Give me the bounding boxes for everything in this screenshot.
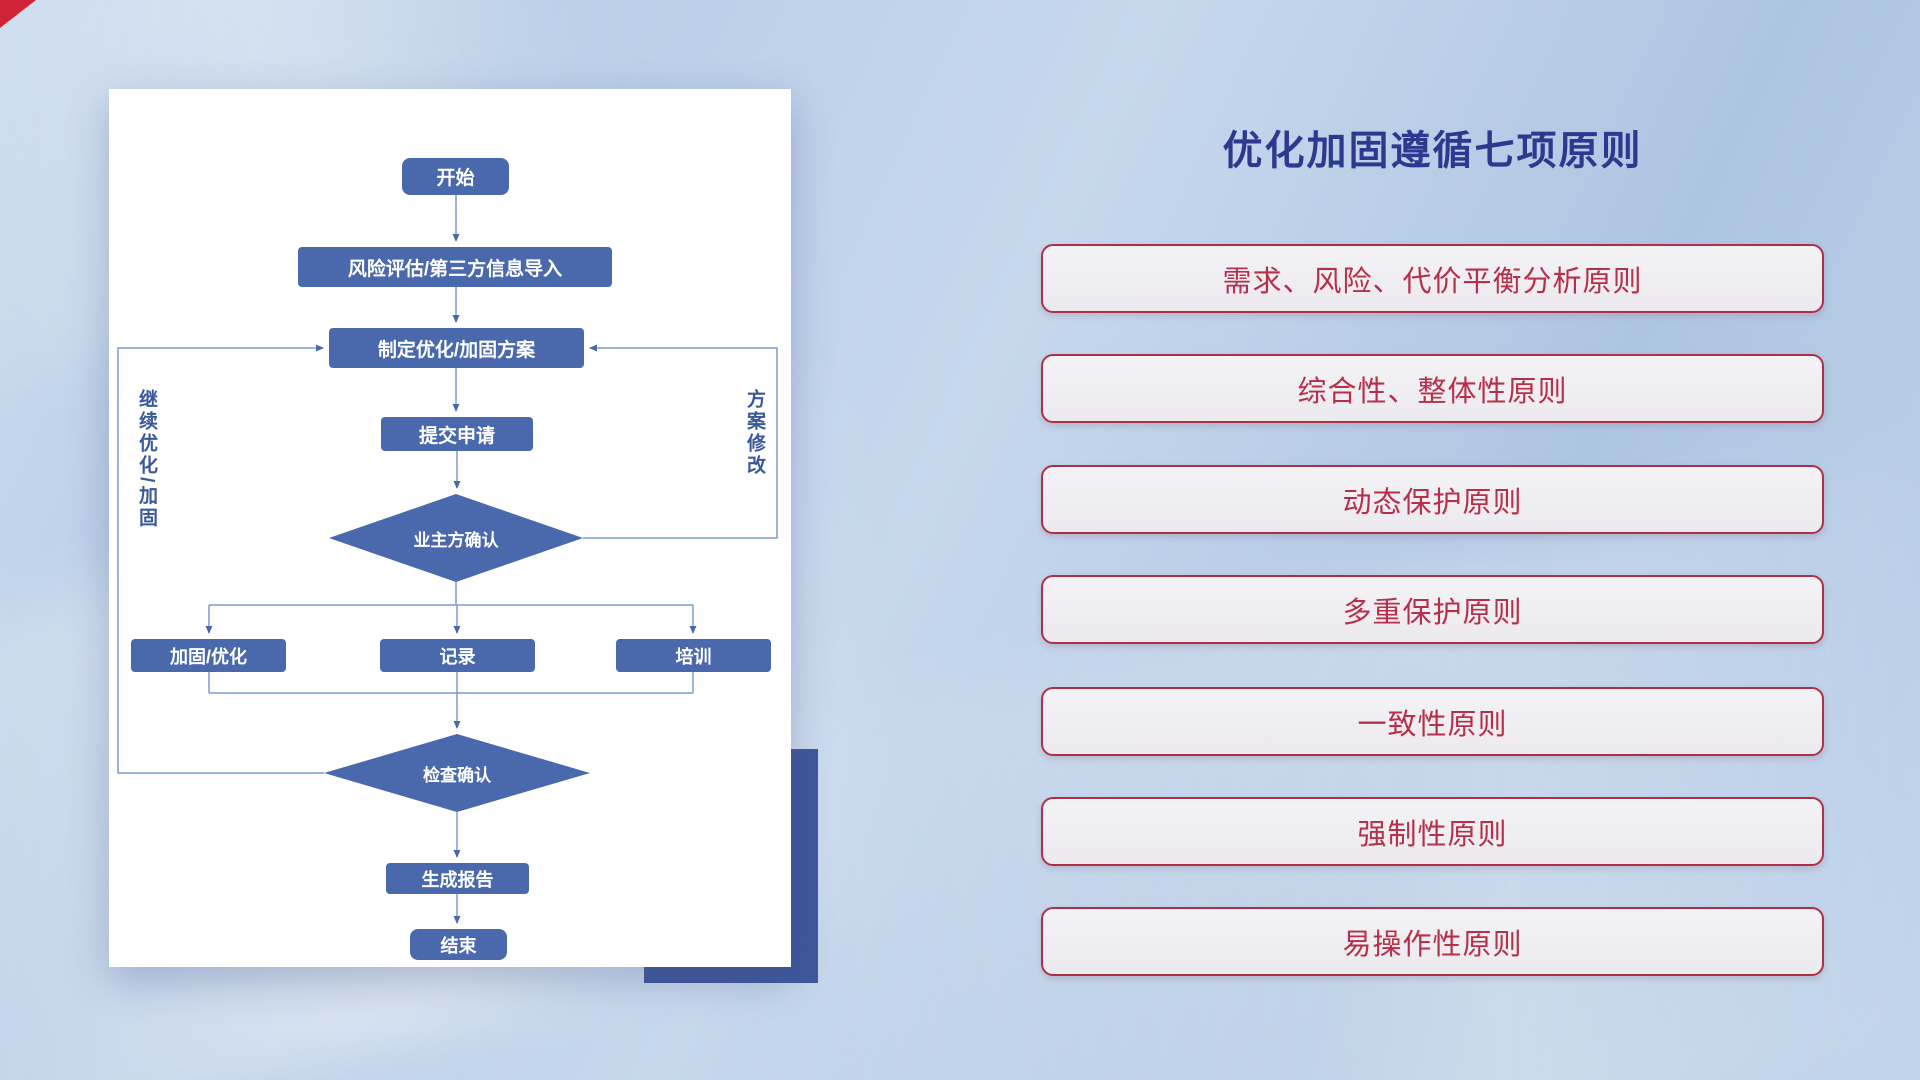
corner-logo-mark <box>0 0 36 28</box>
flow-node-start: 开始 <box>402 158 509 195</box>
flow-node-submit-request: 提交申请 <box>381 417 533 451</box>
principle-item-2: 综合性、整体性原则 <box>1041 354 1824 423</box>
principle-item-1: 需求、风险、代价平衡分析原则 <box>1041 244 1824 313</box>
flow-node-reinforce-optimize: 加固/优化 <box>131 639 286 672</box>
principle-item-6: 强制性原则 <box>1041 797 1824 866</box>
flow-node-record: 记录 <box>380 639 535 672</box>
principle-item-3: 动态保护原则 <box>1041 465 1824 534</box>
flow-node-end: 结束 <box>410 929 507 960</box>
loop-label-plan-modify: 方案修改 <box>744 389 765 477</box>
flow-node-risk-import: 风险评估/第三方信息导入 <box>298 247 612 287</box>
panel-title: 优化加固遵循七项原则 <box>1222 129 1643 173</box>
principle-item-4: 多重保护原则 <box>1041 575 1824 644</box>
loop-label-continue-optimize: 继续优化/加固 <box>136 389 157 530</box>
principle-item-5: 一致性原则 <box>1041 687 1824 756</box>
flowchart-connectors <box>117 195 778 924</box>
principle-item-7: 易操作性原则 <box>1041 907 1824 976</box>
flow-node-generate-report: 生成报告 <box>386 863 529 894</box>
flow-node-make-plan: 制定优化/加固方案 <box>329 328 584 368</box>
flowchart-card: 开始 风险评估/第三方信息导入 制定优化/加固方案 提交申请 业主方确认 加固/… <box>109 89 791 967</box>
flow-node-training: 培训 <box>616 639 771 672</box>
